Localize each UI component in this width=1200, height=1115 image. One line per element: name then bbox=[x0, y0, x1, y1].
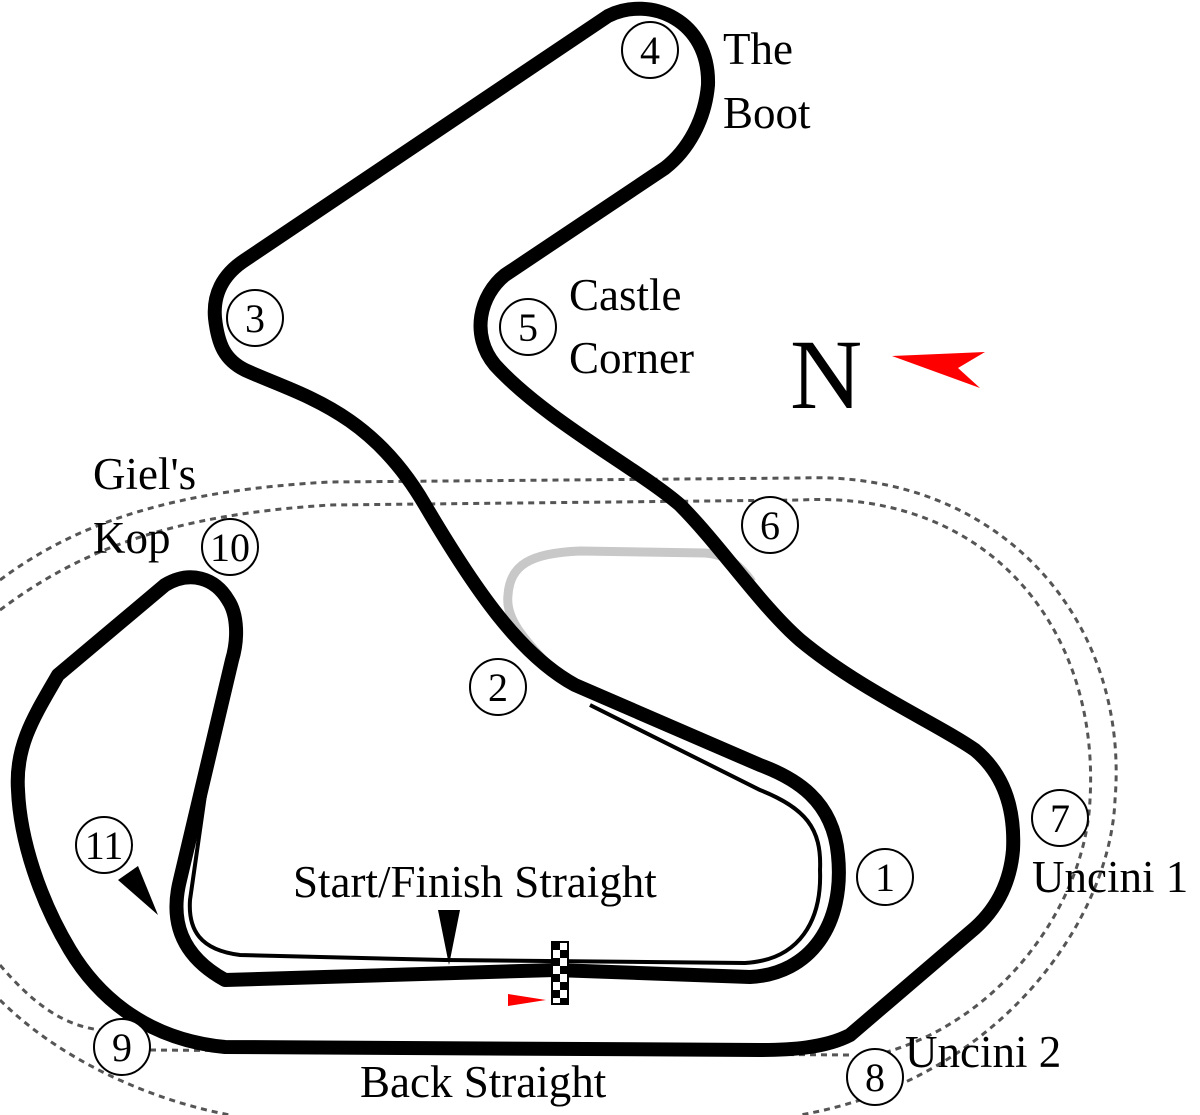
finish-line bbox=[551, 941, 569, 1005]
corner-marker-1: 1 bbox=[856, 848, 914, 906]
corner-marker-5: 5 bbox=[499, 298, 557, 356]
corner-marker-9: 9 bbox=[93, 1018, 151, 1076]
label-uncini-2: Uncini 2 bbox=[905, 1027, 1061, 1077]
disused-track-section bbox=[503, 546, 756, 676]
pit-lane bbox=[187, 703, 823, 966]
corner-marker-7: 7 bbox=[1031, 789, 1089, 847]
corner-marker-11: 11 bbox=[75, 816, 133, 874]
corner-number: 10 bbox=[210, 525, 250, 570]
label-corner: Corner bbox=[569, 333, 694, 383]
lower-left-outline bbox=[0, 964, 101, 1032]
label-back-straight: Back Straight bbox=[360, 1057, 607, 1107]
label-start-finish: Start/Finish Straight bbox=[293, 857, 657, 907]
corner-number: 8 bbox=[865, 1055, 885, 1100]
corner-number: 2 bbox=[488, 665, 508, 710]
label-kop: Kop bbox=[93, 513, 171, 563]
inner-oval-outline bbox=[0, 498, 1093, 1062]
label-boot: Boot bbox=[723, 88, 811, 138]
corner-marker-10: 10 bbox=[201, 518, 259, 576]
label-uncini-1: Uncini 1 bbox=[1032, 852, 1188, 902]
north-label: N bbox=[790, 319, 862, 430]
corner-marker-2: 2 bbox=[469, 658, 527, 716]
corner-marker-3: 3 bbox=[226, 289, 284, 347]
start-finish-pointer bbox=[438, 910, 460, 965]
corner-number: 9 bbox=[112, 1025, 132, 1070]
outer-oval-outline bbox=[0, 476, 1118, 1115]
corner-number: 3 bbox=[245, 296, 265, 341]
corner-marker-8: 8 bbox=[846, 1048, 904, 1106]
corner-number: 11 bbox=[85, 823, 124, 868]
label-the: The bbox=[723, 24, 793, 74]
main-track bbox=[10, 1, 1021, 1057]
corner-number: 1 bbox=[875, 855, 895, 900]
turn-11-pointer bbox=[118, 866, 158, 915]
corner-number: 6 bbox=[760, 503, 780, 548]
label-giels: Giel's bbox=[93, 449, 196, 499]
corner-marker-6: 6 bbox=[741, 496, 799, 554]
corner-number: 7 bbox=[1050, 796, 1070, 841]
corner-number: 5 bbox=[518, 305, 538, 350]
label-castle: Castle bbox=[569, 270, 681, 320]
corner-marker-4: 4 bbox=[621, 21, 679, 79]
north-arrow bbox=[892, 352, 985, 388]
race-direction-arrow bbox=[508, 994, 546, 1006]
corner-number: 4 bbox=[640, 28, 660, 73]
